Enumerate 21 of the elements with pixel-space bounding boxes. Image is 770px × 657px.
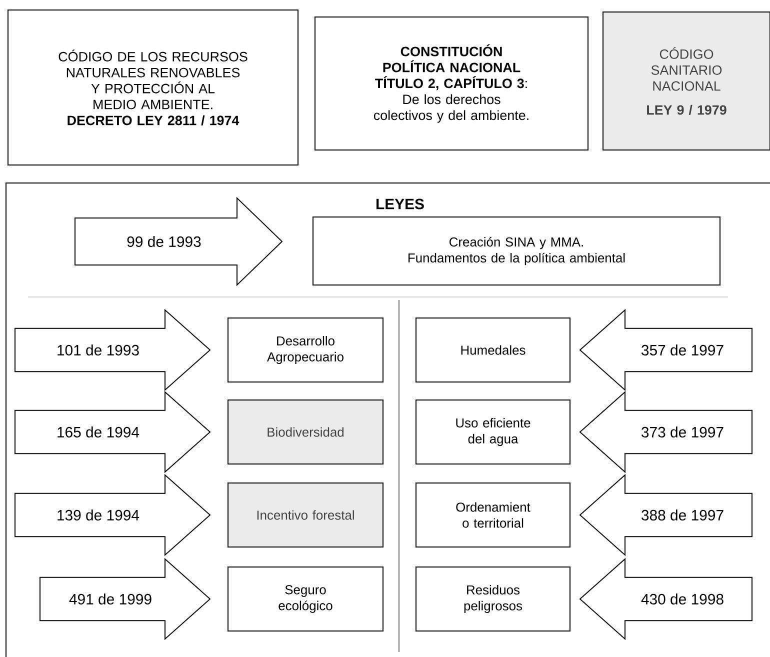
text-box: Biodiversidad [228, 400, 384, 464]
text-box: CÓDIGO SANITARIO NACIONAL LEY 9 / 1979 [602, 12, 770, 150]
pointer-box: 99 de 1993 [74, 196, 283, 286]
pointer-box: 139 de 1994 [14, 474, 211, 556]
text-box: Ordenamient o territorial [416, 482, 570, 548]
text-box: Desarrollo Agropecuario [228, 318, 384, 382]
text-box: Creación SINA y MMA. Fundamentos de la política ambiental [312, 216, 720, 286]
text-box: Seguro ecológico [228, 566, 384, 632]
pointer-box: 165 de 1994 [14, 390, 211, 474]
pointer-box: 430 de 1998 [579, 558, 752, 640]
text-box: Incentivo forestal [228, 482, 384, 548]
pointer-box: 388 de 1997 [579, 474, 752, 556]
pointer-box: 373 de 1997 [579, 390, 752, 474]
pointer-box: 101 de 1993 [14, 308, 211, 392]
text-box: Residuos peligrosos [416, 566, 570, 632]
pointer-box: 357 de 1997 [579, 308, 752, 392]
text-box: Humedales [416, 318, 570, 382]
pointer-box: 491 de 1999 [40, 558, 211, 640]
text-box: CONSTITUCIÓN POLÍTICA NACIONAL TÍTULO 2, CAPÍTULO 3: De los derechos colectivos y del ambiente. [314, 16, 588, 150]
text-box: CÓDIGO DE LOS RECURSOS NATURALES RENOVABLES Y PROTECCIÓN AL MEDIO AMBIENTE. DECRETO LEY 2811 / 1974 [8, 10, 298, 166]
text-box: Uso eficiente del agua [416, 400, 570, 464]
